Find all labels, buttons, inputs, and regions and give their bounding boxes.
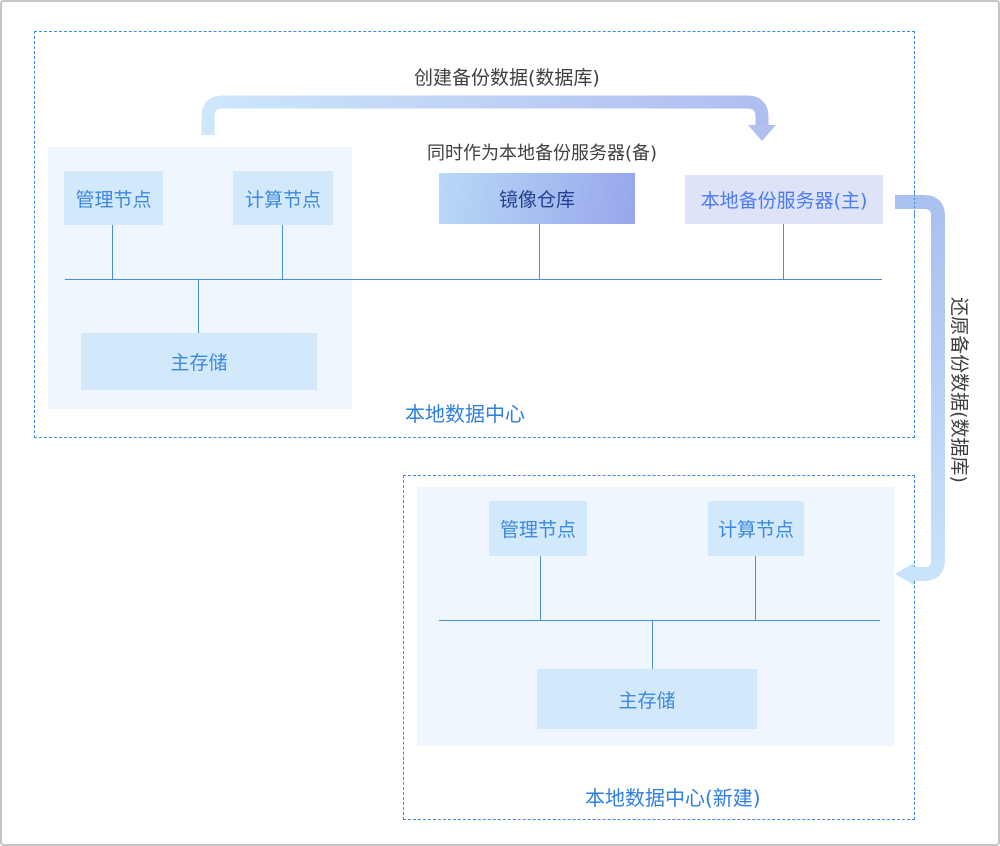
- connector-backup-server: [783, 224, 784, 279]
- connector-management-primary: [112, 225, 113, 279]
- connector-image-repo: [539, 224, 540, 279]
- node-primary-storage-primary: 主存储: [81, 333, 317, 390]
- node-compute-new: 计算节点: [708, 501, 804, 556]
- node-management-primary: 管理节点: [64, 171, 163, 225]
- node-backup-server: 本地备份服务器(主): [685, 175, 883, 224]
- standby-note-label: 同时作为本地备份服务器(备): [427, 143, 658, 164]
- bus-line-new: [439, 620, 880, 621]
- connector-management-new: [540, 556, 541, 620]
- node-compute-primary-label: 计算节点: [244, 188, 321, 211]
- node-management-new-label: 管理节点: [499, 519, 576, 541]
- node-primary-storage-primary-label: 主存储: [170, 352, 228, 374]
- datacenter-new-title: 本地数据中心(新建): [585, 786, 761, 810]
- node-image-repo: 镜像仓库: [439, 173, 635, 224]
- create-backup-label: 创建备份数据(数据库): [414, 67, 600, 89]
- datacenter-new-boundary: [403, 475, 915, 820]
- bus-line-primary: [65, 279, 882, 280]
- connector-compute-primary: [282, 225, 283, 279]
- node-compute-primary: 计算节点: [233, 171, 333, 225]
- restore-backup-label: 还原备份数据(数据库): [948, 297, 970, 483]
- node-primary-storage-new-label: 主存储: [618, 689, 676, 712]
- node-management-new: 管理节点: [489, 501, 587, 556]
- node-compute-new-label: 计算节点: [717, 519, 794, 541]
- node-image-repo-label: 镜像仓库: [498, 189, 575, 211]
- connector-compute-new: [755, 556, 756, 620]
- connector-primary-storage-primary: [198, 280, 199, 333]
- node-management-primary-label: 管理节点: [75, 188, 152, 211]
- connector-primary-storage-new: [652, 621, 653, 669]
- datacenter-primary-title: 本地数据中心: [405, 402, 525, 426]
- node-primary-storage-new: 主存储: [537, 669, 757, 729]
- node-backup-server-label: 本地备份服务器(主): [700, 190, 868, 212]
